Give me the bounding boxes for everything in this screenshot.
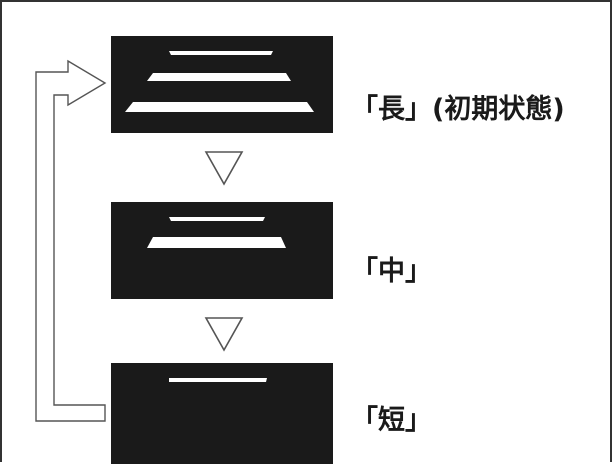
bar-top [169, 217, 265, 221]
state-label-mid: 「中」 [351, 256, 432, 287]
state-label-long: 「長」(初期状態) [351, 94, 565, 125]
panel-long-state [111, 36, 333, 133]
panel-mid-state [111, 202, 333, 299]
down-triangle-outline-icon [204, 317, 244, 352]
bar-middle [147, 237, 286, 248]
bar-middle [147, 73, 291, 81]
down-triangle-outline-icon [204, 151, 244, 186]
state-label-short: 「短」 [351, 405, 432, 436]
bar-top [169, 51, 273, 55]
bar-top [169, 378, 267, 382]
panel-short-state [111, 363, 333, 464]
bar-bottom [125, 102, 314, 112]
